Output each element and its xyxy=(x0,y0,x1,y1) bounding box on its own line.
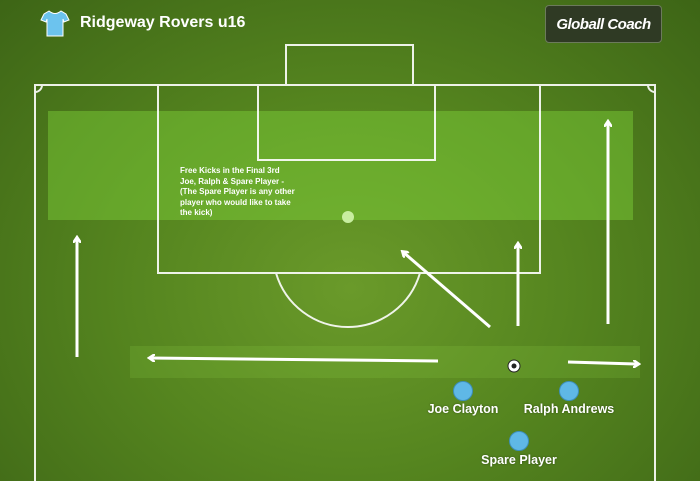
globall-coach-logo[interactable]: Globall Coach xyxy=(545,5,662,43)
note-line: Free Kicks in the Final 3rd xyxy=(180,166,280,175)
penalty-arc xyxy=(275,272,421,328)
player-label: Ralph Andrews xyxy=(523,402,615,416)
player-label: Joe Clayton xyxy=(427,402,499,416)
player-joe-clayton[interactable] xyxy=(453,381,473,401)
drill-note: Free Kicks in the Final 3rd Joe, Ralph &… xyxy=(180,166,330,219)
note-line: (The Spare Player is any other xyxy=(180,187,295,196)
run-arrow xyxy=(567,362,638,364)
team-header: Ridgeway Rovers u16 xyxy=(40,8,245,38)
team-name: Ridgeway Rovers u16 xyxy=(80,14,246,31)
lower-zone xyxy=(130,346,640,378)
player-ralph-andrews[interactable] xyxy=(559,381,579,401)
penalty-spot xyxy=(342,211,354,223)
run-arrow xyxy=(150,358,439,363)
player-label: Spare Player xyxy=(481,453,557,467)
goal xyxy=(285,44,414,86)
highlight-zone xyxy=(48,111,633,220)
note-line: the kick) xyxy=(180,208,213,217)
run-arrow xyxy=(403,252,491,329)
player-spare[interactable] xyxy=(509,431,529,451)
note-line: player who would like to take xyxy=(180,197,291,207)
note-line: Joe, Ralph & Spare Player - xyxy=(180,176,285,186)
ball-icon xyxy=(507,359,521,373)
shirt-icon xyxy=(40,10,70,37)
